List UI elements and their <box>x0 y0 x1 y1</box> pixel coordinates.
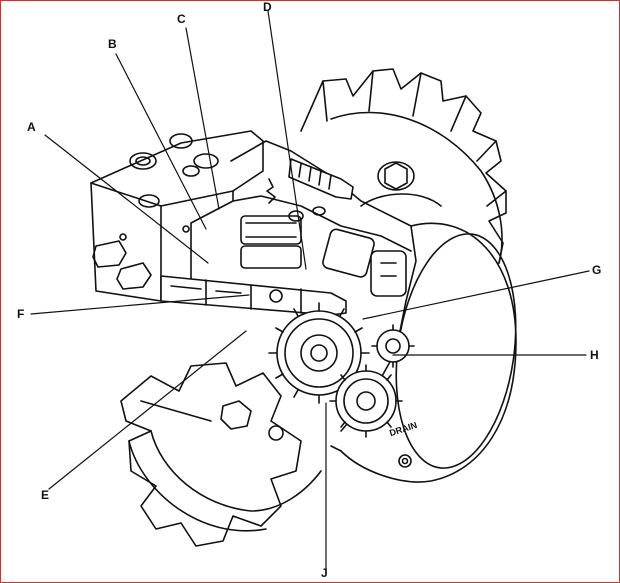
callout-h: H <box>590 348 599 362</box>
lower-sprocket <box>120 362 322 547</box>
callout-c: C <box>177 12 186 26</box>
callout-g: G <box>592 263 602 277</box>
planetary-gears <box>268 302 415 438</box>
callout-d: D <box>263 0 272 14</box>
cutaway-interior <box>160 140 417 432</box>
callout-f: F <box>17 307 25 321</box>
callout-b: B <box>108 37 117 51</box>
callout-e: E <box>41 488 50 502</box>
leader-lines <box>30 10 590 570</box>
callout-a: A <box>27 120 36 134</box>
valve-block <box>90 130 264 302</box>
callout-j: J <box>321 566 328 580</box>
